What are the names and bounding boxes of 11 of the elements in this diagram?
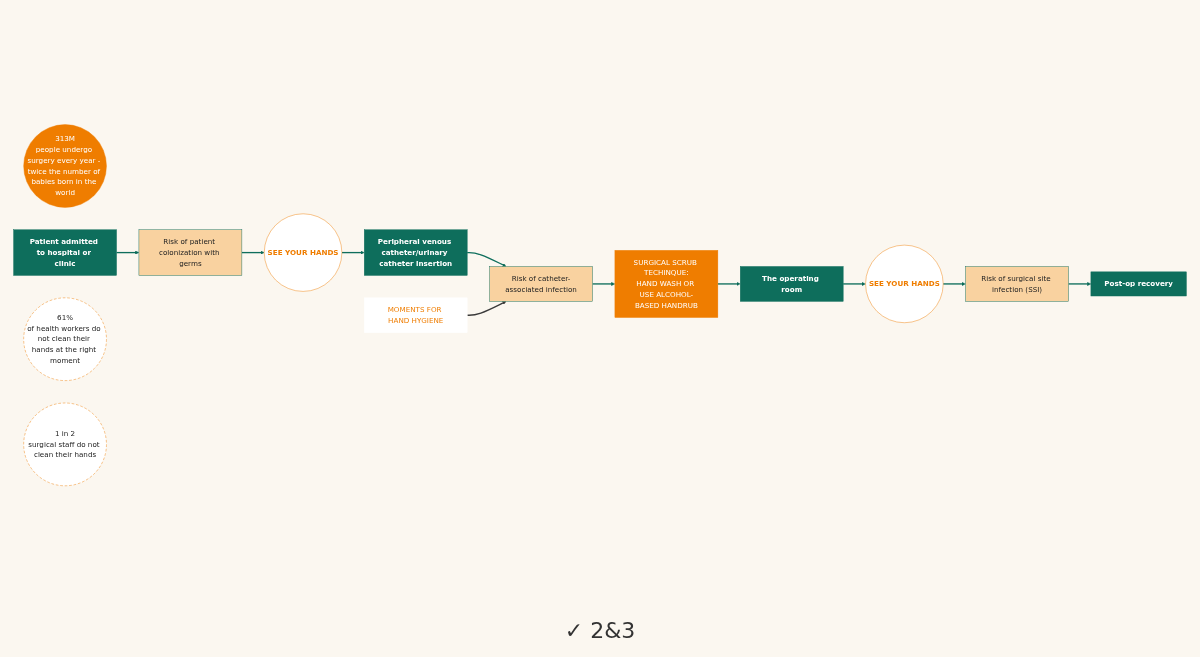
note-text: ✓ 2&3 bbox=[564, 618, 636, 643]
arrow bbox=[842, 281, 866, 286]
arrow bbox=[115, 250, 140, 255]
arrow bbox=[466, 301, 507, 316]
arrow bbox=[466, 251, 507, 267]
arrow bbox=[241, 250, 265, 255]
arrow bbox=[341, 250, 365, 255]
arrow bbox=[1067, 281, 1092, 286]
arrow bbox=[717, 281, 741, 286]
arrow bbox=[942, 281, 966, 286]
arrow bbox=[591, 281, 616, 286]
